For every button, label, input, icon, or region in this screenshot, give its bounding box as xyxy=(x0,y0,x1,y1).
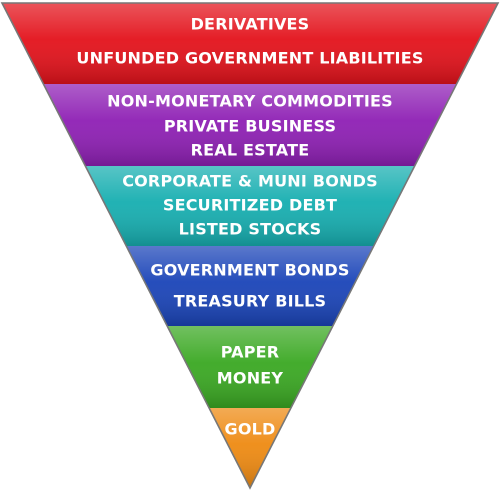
tier-label: NON-MONETARY COMMODITIES xyxy=(107,92,393,111)
tier-gloss xyxy=(126,246,374,326)
tier-label: PAPER xyxy=(221,343,280,362)
tier-label: UNFUNDED GOVERNMENT LIABILITIES xyxy=(76,49,423,68)
pyramid-tier-2: NON-MONETARY COMMODITIES PRIVATE BUSINESS… xyxy=(43,84,457,166)
tier-gloss xyxy=(209,408,291,488)
tier-gloss xyxy=(167,326,333,408)
tier-label: DERIVATIVES xyxy=(191,15,310,34)
tier-gloss xyxy=(2,3,498,84)
pyramid-tier-3: CORPORATE & MUNI BONDS SECURITIZED DEBT LI… xyxy=(85,166,415,246)
tier-label: REAL ESTATE xyxy=(191,141,310,160)
tier-label: PRIVATE BUSINESS xyxy=(164,117,336,136)
pyramid-tier-6: GOLD xyxy=(209,408,291,488)
tier-label: SECURITIZED DEBT xyxy=(163,196,337,215)
tier-gloss xyxy=(43,84,457,166)
tier-label: TREASURY BILLS xyxy=(174,292,327,311)
pyramid-tier-5: PAPER MONEY xyxy=(167,326,333,408)
tier-label: LISTED STOCKS xyxy=(179,220,322,239)
tier-gloss xyxy=(85,166,415,246)
pyramid-tier-1: DERIVATIVES UNFUNDED GOVERNMENT LIABILITI… xyxy=(2,3,498,84)
tier-label: MONEY xyxy=(217,369,284,388)
tier-label: CORPORATE & MUNI BONDS xyxy=(122,172,378,191)
tier-label: GOLD xyxy=(224,420,275,439)
tier-label: GOVERNMENT BONDS xyxy=(150,261,349,280)
pyramid-tier-4: GOVERNMENT BONDS TREASURY BILLS xyxy=(126,246,374,326)
